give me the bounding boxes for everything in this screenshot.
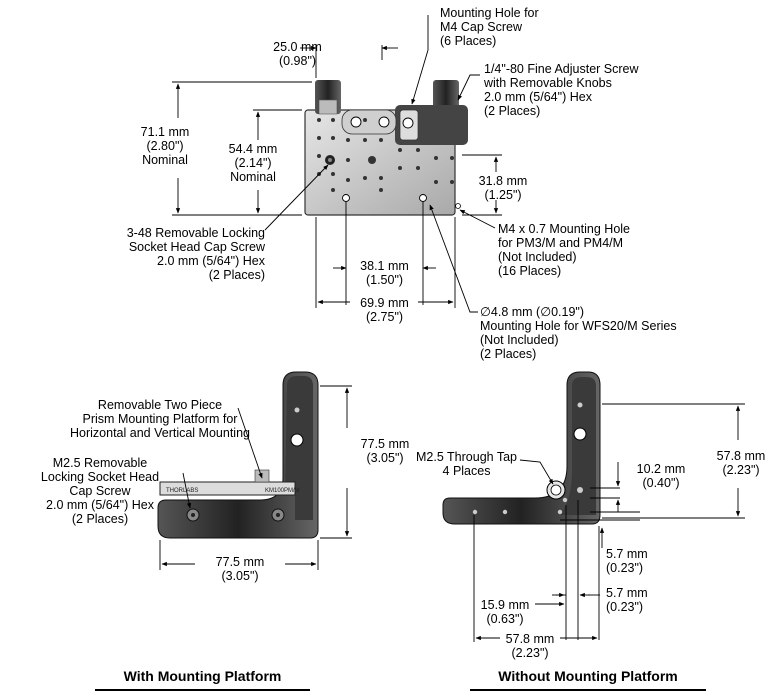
dim-5-7-upper: 5.7 mm (0.23")	[606, 547, 648, 575]
caption-rule-left	[95, 689, 310, 691]
dim-57-height: 57.8 mm (2.23")	[716, 449, 766, 477]
caption-rule-right	[470, 689, 706, 691]
dim-5-7-lower: 5.7 mm (0.23")	[606, 586, 648, 614]
dim-25-mm: 25.0 mm (0.98")	[273, 40, 322, 68]
right-view-dimensions	[473, 403, 745, 642]
dim-38-mm: 38.1 mm (1.50")	[360, 259, 409, 287]
locking-screw-callout: 3-48 Removable Locking Socket Head Cap S…	[126, 226, 265, 282]
dim-31-mm: 31.8 mm (1.25")	[478, 174, 528, 202]
dim-width-77: 77.5 mm (3.05")	[215, 555, 265, 583]
adjuster-screw-callout: 1/4"-80 Fine Adjuster Screw with Removab…	[484, 62, 639, 118]
dim-height-77: 77.5 mm (3.05")	[360, 437, 410, 465]
right-view-mount	[442, 371, 601, 525]
top-view-mount	[304, 80, 468, 216]
top-plate-holes	[317, 118, 454, 192]
dim-69-mm: 69.9 mm (2.75")	[360, 296, 409, 324]
caption-without-platform: Without Mounting Platform	[498, 668, 678, 684]
wfs-mounting-hole-callout: ∅4.8 mm (∅0.19") Mounting Hole for WFS20…	[480, 305, 677, 361]
top-view-dimensions	[172, 15, 502, 313]
dim-57-width: 57.8 mm (2.23")	[505, 632, 555, 660]
dim-15-9-mm: 15.9 mm (0.63")	[480, 598, 530, 626]
left-view-mount: THORLABS KM100PM/M	[157, 371, 319, 539]
prism-platform-callout: Removable Two Piece Prism Mounting Platf…	[70, 398, 250, 440]
dim-54-mm: 54.4 mm (2.14") Nominal	[228, 142, 278, 184]
dim-10-mm: 10.2 mm (0.40")	[636, 462, 686, 490]
left-view-dimensions	[159, 385, 352, 570]
caption-with-platform: With Mounting Platform	[123, 668, 282, 684]
engraving-model: KM100PM/M	[265, 488, 300, 494]
dim-71-mm: 71.1 mm (2.80") Nominal	[140, 125, 190, 167]
m25-tap-callout: M2.5 Through Tap 4 Places	[416, 450, 517, 478]
pm-mounting-hole-callout: M4 x 0.7 Mounting Hole for PM3/M and PM4…	[498, 222, 631, 278]
m25-screw-callout: M2.5 Removable Locking Socket Head Cap S…	[40, 456, 160, 526]
engraving-thorlabs: THORLABS	[166, 488, 198, 494]
mount-hole-callout: Mounting Hole for M4 Cap Screw (6 Places…	[440, 6, 539, 48]
prism-platform	[159, 481, 296, 496]
